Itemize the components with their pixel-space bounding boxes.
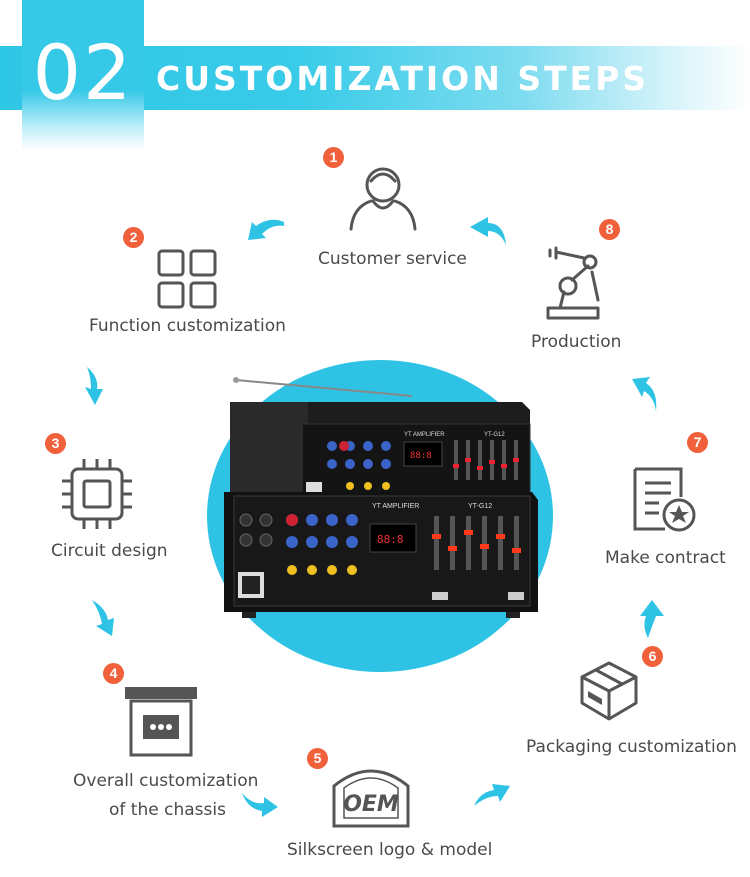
step-6-badge: 6 bbox=[642, 646, 663, 667]
robot-arm-icon bbox=[542, 246, 604, 320]
step-2-badge: 2 bbox=[123, 227, 144, 248]
step-7-label: Make contract bbox=[605, 548, 726, 568]
customer-service-icon bbox=[343, 163, 423, 233]
box-icon bbox=[578, 659, 640, 723]
arrow-8-to-1-icon bbox=[466, 217, 508, 247]
step-5-label: Silkscreen logo & model bbox=[287, 840, 492, 860]
svg-text:88:8: 88:8 bbox=[377, 533, 404, 546]
arrow-2-to-3-icon bbox=[83, 365, 113, 407]
section-title: CUSTOMIZATION STEPS bbox=[156, 56, 649, 102]
arrow-7-to-8-icon bbox=[630, 375, 660, 413]
svg-text:88:8: 88:8 bbox=[410, 451, 432, 461]
amplifier-product-image: YT AMPLIFIER YT-G12 88:8 YT AMPLIFIER YT… bbox=[222, 374, 542, 624]
arrow-1-to-2-icon bbox=[244, 216, 286, 244]
top-unit-brand: YT AMPLIFIER bbox=[404, 432, 445, 438]
arrow-6-to-7-icon bbox=[636, 598, 666, 640]
step-5-badge: 5 bbox=[307, 748, 328, 769]
arrow-5-to-6-icon bbox=[472, 778, 512, 808]
oem-text: OEM bbox=[343, 792, 399, 817]
arrow-3-to-4-icon bbox=[90, 598, 120, 638]
step-1-badge: 1 bbox=[323, 147, 344, 168]
step-3-label: Circuit design bbox=[51, 541, 168, 561]
step-8-label: Production bbox=[531, 332, 621, 352]
bottom-unit-brand: YT AMPLIFIER bbox=[372, 503, 419, 510]
arrow-4-to-5-icon bbox=[240, 787, 280, 819]
section-number: 02 bbox=[22, 28, 144, 118]
step-1-label: Customer service bbox=[318, 249, 467, 269]
chip-icon bbox=[60, 457, 134, 531]
top-unit-model: YT-G12 bbox=[484, 432, 505, 438]
contract-icon bbox=[631, 467, 697, 533]
step-4-badge: 4 bbox=[103, 663, 124, 684]
step-6-label: Packaging customization bbox=[526, 737, 737, 757]
step-4-label-line1: Overall customization bbox=[73, 771, 258, 791]
step-3-badge: 3 bbox=[45, 433, 66, 454]
step-7-badge: 7 bbox=[687, 432, 708, 453]
grid-icon bbox=[157, 249, 217, 309]
chassis-icon bbox=[123, 685, 199, 757]
step-2-label: Function customization bbox=[89, 316, 286, 336]
oem-logo-icon: OEM bbox=[330, 762, 412, 830]
step-4-label-line2: of the chassis bbox=[109, 800, 226, 820]
bottom-unit-model: YT-G12 bbox=[468, 503, 492, 510]
step-8-badge: 8 bbox=[599, 219, 620, 240]
